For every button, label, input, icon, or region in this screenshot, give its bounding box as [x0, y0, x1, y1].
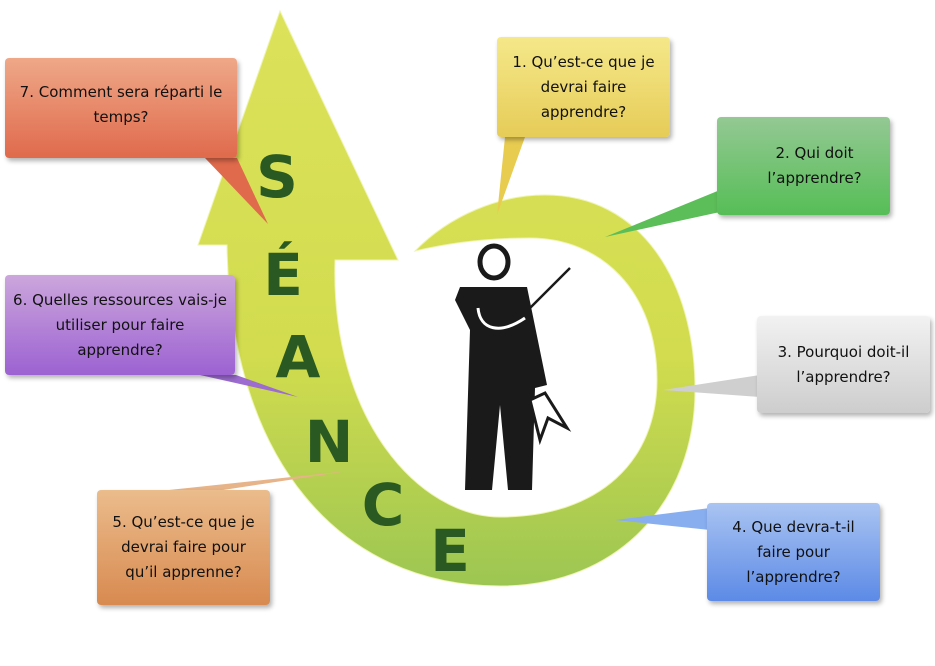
- question-7-callout: 7. Comment sera réparti le temps?: [5, 58, 237, 158]
- seance-letters: S É A N C E: [256, 143, 470, 585]
- question-6-callout: 6. Quelles ressources vais-je utiliser p…: [5, 275, 235, 375]
- letter-e-acute: É: [263, 240, 303, 309]
- question-3-callout: 3. Pourquoi doit-il l’apprendre?: [757, 316, 930, 413]
- letter-s: S: [256, 143, 298, 211]
- letter-c: C: [362, 471, 405, 539]
- letter-e: E: [430, 517, 470, 585]
- question-5-callout: 5. Qu’est-ce que je devrai faire pour qu…: [97, 490, 270, 605]
- callout-tails: [150, 137, 760, 530]
- curved-arrow: [197, 9, 696, 587]
- question-2-callout: 2. Qui doit l’apprendre?: [717, 117, 890, 215]
- question-4-callout: 4. Que devra-t-il faire pour l’apprendre…: [707, 503, 880, 601]
- letter-n: N: [305, 408, 354, 476]
- letter-a: A: [276, 323, 321, 391]
- question-1-callout: 1. Qu’est-ce que je devrai faire apprend…: [497, 37, 670, 137]
- teacher-figure-icon: [455, 243, 572, 490]
